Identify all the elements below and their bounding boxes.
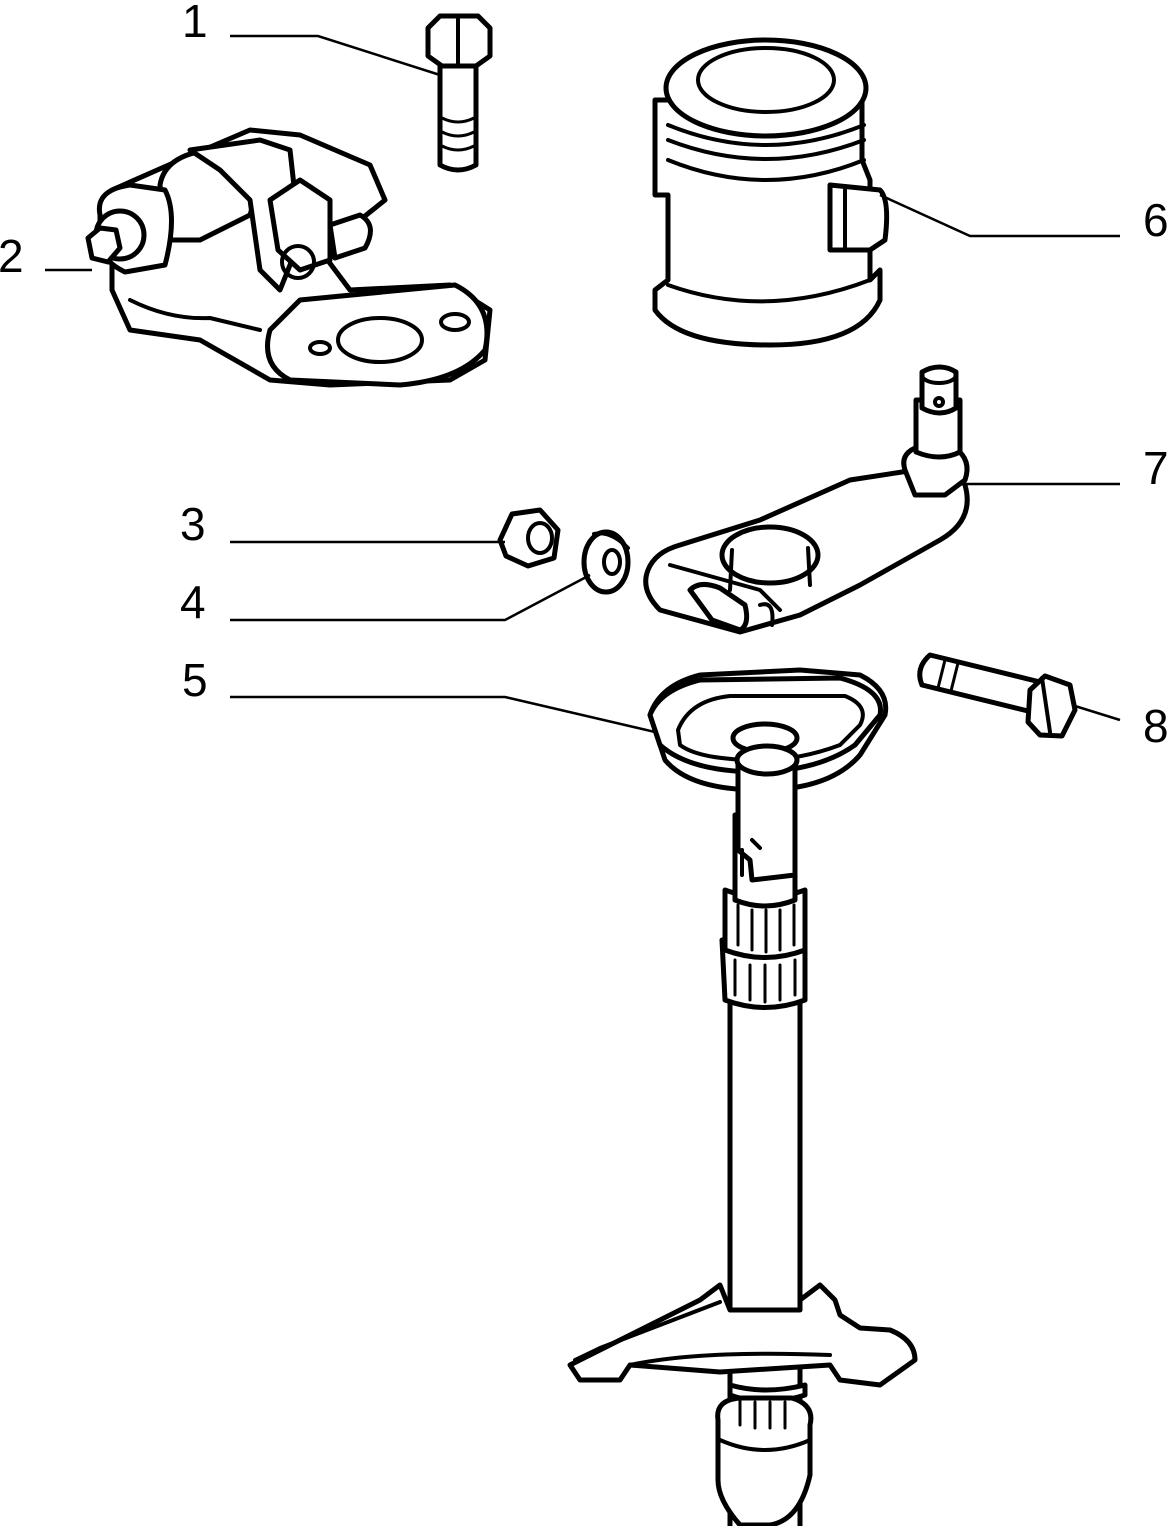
callout-4: 4 [180,576,206,628]
part-8-bolt [917,652,1078,739]
part-4-washer [581,529,631,595]
callout-1: 1 [182,0,208,47]
leader-8 [1074,704,1121,722]
callout-5: 5 [182,654,208,706]
leader-6 [879,193,1120,238]
leader-lines [45,34,1121,734]
callout-6: 6 [1143,194,1169,246]
callout-8: 8 [1143,700,1169,752]
callout-7: 7 [1143,442,1169,494]
part-2-mount-bracket [85,127,493,388]
shift-shaft [567,743,918,1526]
callout-labels: 1 2 3 4 5 6 7 8 [0,0,1169,752]
leader-5 [230,695,656,734]
leader-4 [230,573,591,622]
part-3-hex-nut [497,507,561,569]
part-5-boot-gasket [647,667,889,793]
part-1-bolt [425,13,493,173]
callout-2: 2 [0,230,24,282]
leader-1 [230,34,441,77]
callout-3: 3 [180,498,206,550]
part-6-cylinder-housing [652,37,890,348]
part-7-lever-arm [643,364,970,635]
